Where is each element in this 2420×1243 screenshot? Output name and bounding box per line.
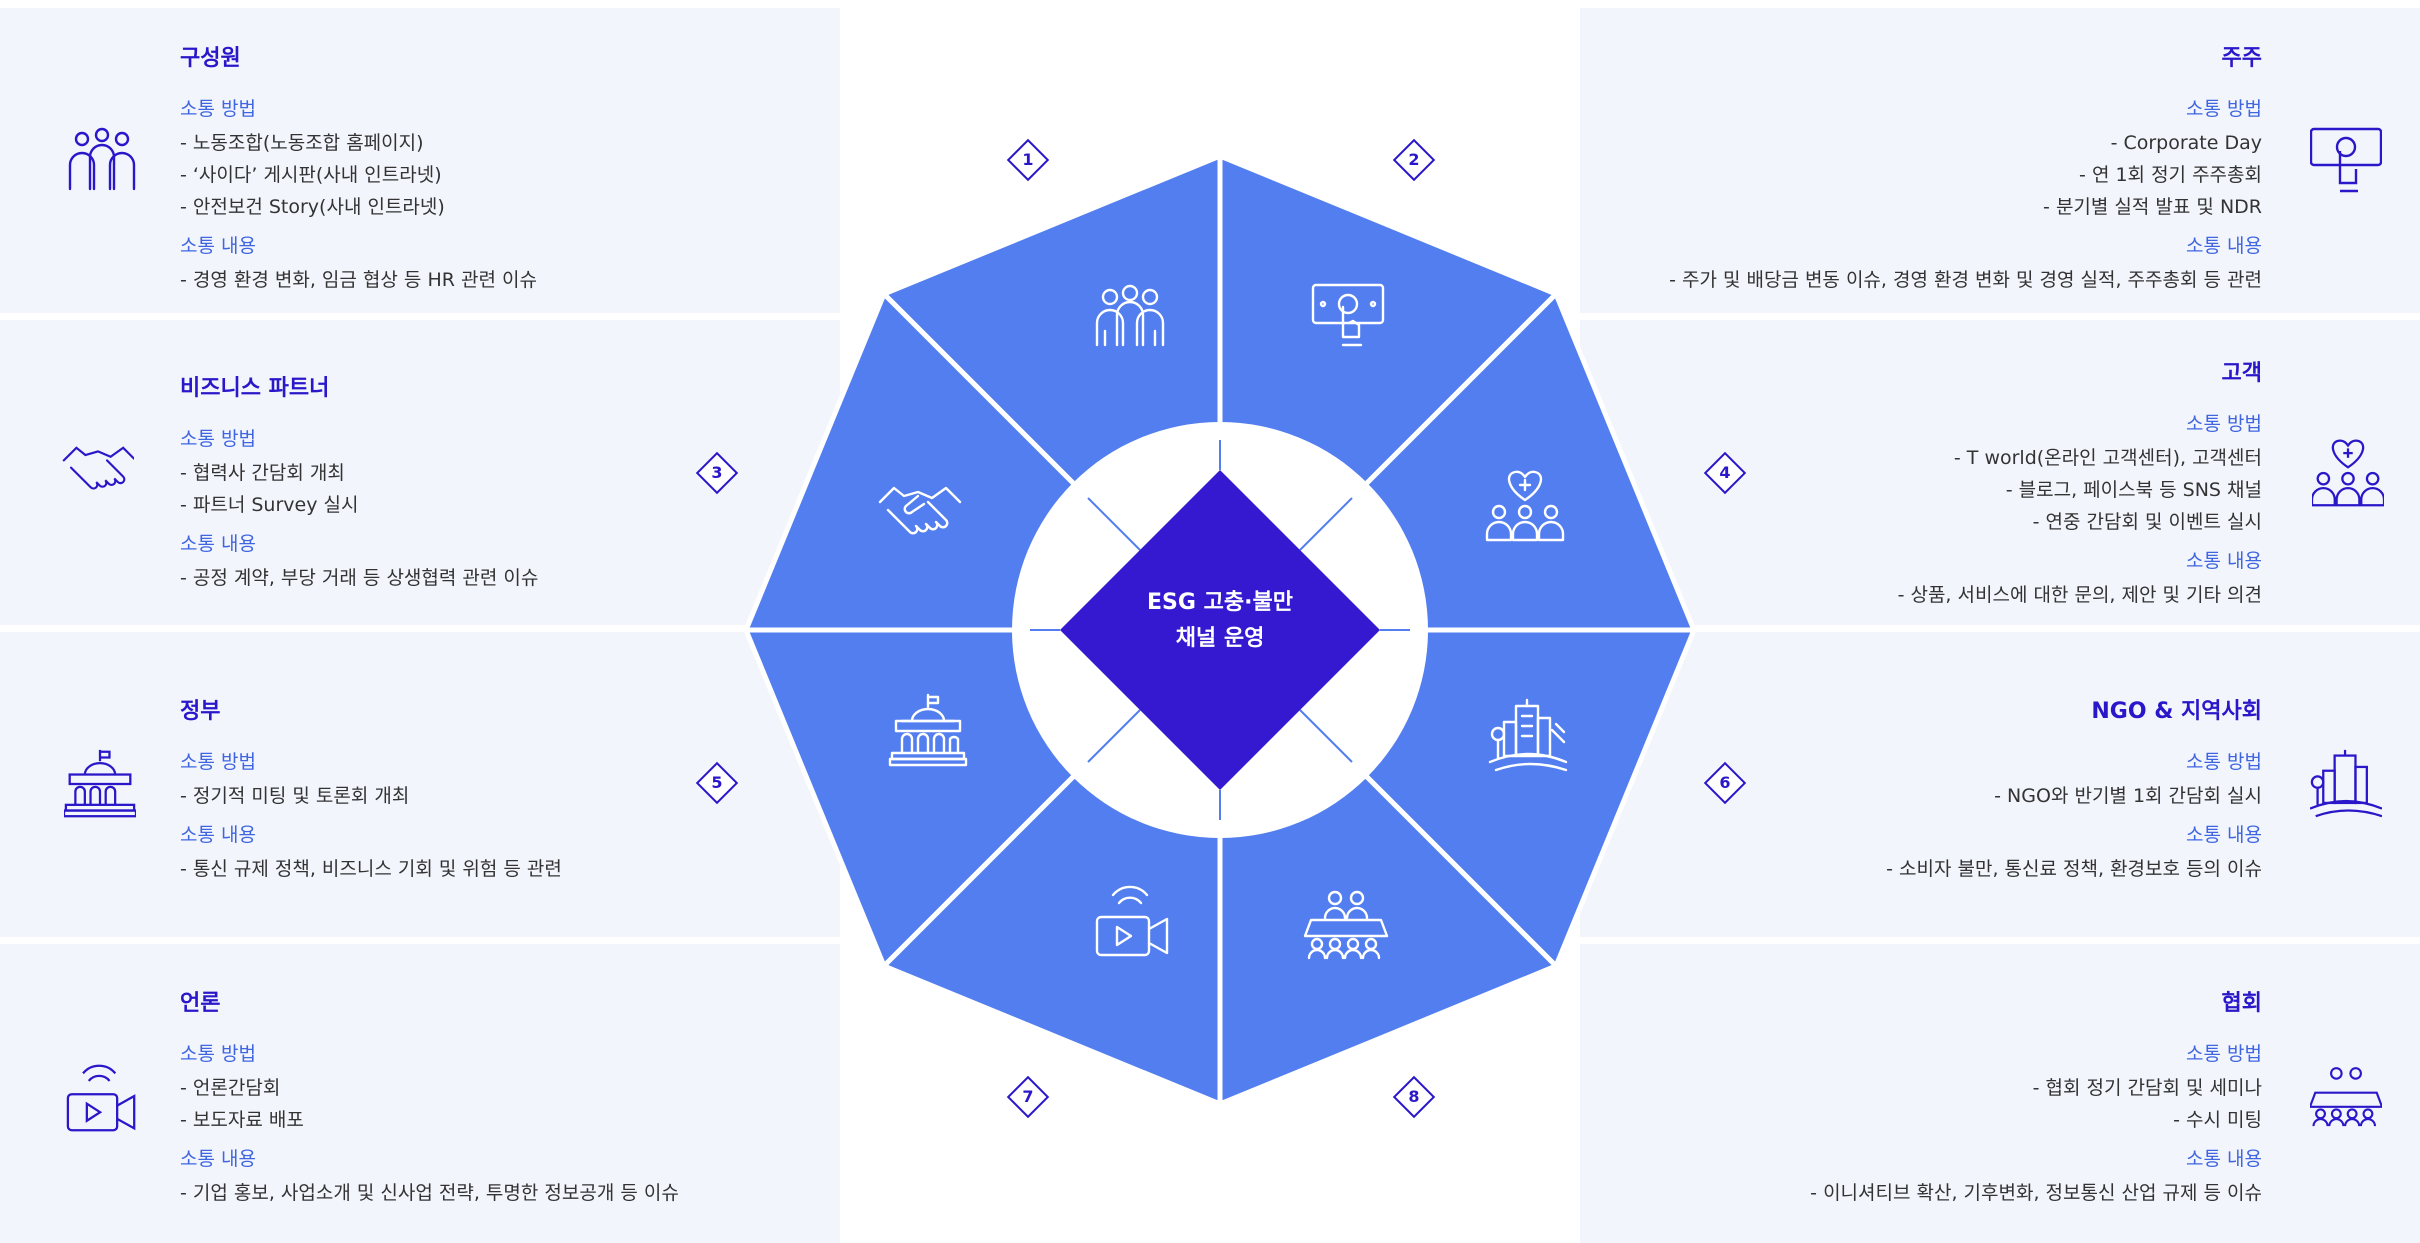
panel-employees (0, 8, 840, 313)
card-title: 고객 (2221, 361, 2262, 386)
government-icon (62, 748, 138, 820)
center-label: ESG 고충·불만 채널 운영 (1110, 585, 1330, 657)
partners-icon (62, 437, 136, 509)
association-icon (2308, 1062, 2384, 1134)
content-item: - 기업 홍보, 사업소개 및 신사업 전략, 투명한 정보공개 등 이슈 (180, 1182, 679, 1204)
customers-icon (2310, 437, 2386, 509)
employees-icon (66, 127, 138, 199)
city-icon (1488, 698, 1568, 772)
content-label: 소통 내용 (180, 824, 256, 846)
badge-8: 8 (1392, 1075, 1436, 1119)
panel-shareholders (1580, 8, 2420, 313)
method-label: 소통 방법 (2186, 98, 2262, 120)
card-title: 협회 (2221, 991, 2262, 1016)
method-item: - 블로그, 페이스북 등 SNS 채널 (2005, 479, 2262, 501)
content-label: 소통 내용 (180, 1148, 256, 1170)
method-label: 소통 방법 (180, 428, 256, 450)
method-item: - 협력사 간담회 개최 (180, 462, 345, 484)
card-title: NGO & 지역사회 (2091, 699, 2262, 724)
method-label: 소통 방법 (2186, 751, 2262, 773)
card-title: 구성원 (180, 46, 241, 71)
badge-5: 5 (695, 761, 739, 805)
method-item: - 보도자료 배포 (180, 1109, 304, 1131)
handshake-icon (878, 486, 962, 535)
badge-1: 1 (1006, 138, 1050, 182)
content-item: - 상품, 서비스에 대한 문의, 제안 및 기타 의견 (1897, 584, 2262, 606)
method-item: - 연중 간담회 및 이벤트 실시 (2032, 511, 2262, 533)
badge-6: 6 (1703, 761, 1747, 805)
content-item: - 공정 계약, 부당 거래 등 상생협력 관련 이슈 (180, 567, 539, 589)
card-title: 언론 (180, 991, 221, 1016)
content-item: - 소비자 불만, 통신료 정책, 환경보호 등의 이슈 (1886, 858, 2262, 880)
badge-7: 7 (1006, 1075, 1050, 1119)
card-customers: 고객 소통 방법 - T world(온라인 고객센터), 고객센터 - 블로그… (1362, 355, 2262, 611)
badge-3: 3 (695, 451, 739, 495)
card-media: 언론 소통 방법 - 언론간담회 - 보도자료 배포 소통 내용 - 기업 홍보… (180, 985, 740, 1209)
method-item: - T world(온라인 고객센터), 고객센터 (1953, 447, 2262, 469)
content-label: 소통 내용 (2186, 1148, 2262, 1170)
method-item: - 수시 미팅 (2173, 1109, 2262, 1131)
card-title: 비즈니스 파트너 (180, 376, 330, 401)
card-government: 정부 소통 방법 - 정기적 미팅 및 토론회 개최 소통 내용 - 통신 규제… (180, 693, 740, 885)
video-camera-icon (1095, 885, 1169, 957)
content-label: 소통 내용 (180, 235, 256, 257)
panel-media (0, 944, 840, 1243)
method-item: - Corporate Day (2110, 132, 2262, 154)
method-item: - 연 1회 정기 주주총회 (2079, 164, 2262, 186)
content-label: 소통 내용 (2186, 824, 2262, 846)
government-building-icon (888, 693, 968, 767)
content-item: - 주가 및 배당금 변동 이슈, 경영 환경 변화 및 경영 실적, 주주총회… (1669, 269, 2262, 291)
method-item: - 안전보건 Story(사내 인트라넷) (180, 196, 445, 218)
shareholders-icon (2309, 127, 2383, 199)
center-label-line1: ESG 고충·불만 (1147, 590, 1293, 615)
method-item: - 분기별 실적 발표 및 NDR (2043, 196, 2262, 218)
people-group-icon (1095, 284, 1165, 347)
method-label: 소통 방법 (2186, 413, 2262, 435)
method-label: 소통 방법 (180, 751, 256, 773)
content-label: 소통 내용 (180, 533, 256, 555)
method-label: 소통 방법 (180, 98, 256, 120)
method-item: - 노동조합(노동조합 홈페이지) (180, 132, 424, 154)
card-ngo: NGO & 지역사회 소통 방법 - NGO와 반기별 1회 간담회 실시 소통… (1362, 693, 2262, 885)
heart-people-icon (1485, 470, 1565, 542)
meeting-table-icon (1303, 890, 1389, 960)
card-partners: 비즈니스 파트너 소통 방법 - 협력사 간담회 개최 - 파트너 Survey… (180, 370, 740, 594)
content-label: 소통 내용 (2186, 235, 2262, 257)
money-hand-icon (1311, 283, 1385, 347)
method-item: - NGO와 반기별 1회 간담회 실시 (1994, 785, 2262, 807)
content-item: - 이니셔티브 확산, 기후변화, 정보통신 산업 규제 등 이슈 (1810, 1182, 2262, 1204)
ngo-icon (2309, 748, 2383, 820)
panel-association (1580, 944, 2420, 1243)
method-label: 소통 방법 (180, 1043, 256, 1065)
content-item: - 경영 환경 변화, 임금 협상 등 HR 관련 이슈 (180, 269, 537, 291)
badge-2: 2 (1392, 138, 1436, 182)
center-diamond (1060, 470, 1380, 790)
card-title: 주주 (2221, 46, 2262, 71)
method-item: - 언론간담회 (180, 1077, 281, 1099)
method-item: - 정기적 미팅 및 토론회 개최 (180, 785, 410, 807)
card-employees: 구성원 소통 방법 - 노동조합(노동조합 홈페이지) - ‘사이다’ 게시판(… (180, 40, 740, 296)
method-item: - 파트너 Survey 실시 (180, 494, 359, 516)
card-shareholders: 주주 소통 방법 - Corporate Day - 연 1회 정기 주주총회 … (1362, 40, 2262, 296)
media-icon (66, 1062, 138, 1134)
method-label: 소통 방법 (2186, 1043, 2262, 1065)
method-item: - 협회 정기 간담회 및 세미나 (2032, 1077, 2262, 1099)
content-item: - 통신 규제 정책, 비즈니스 기회 및 위험 등 관련 (180, 858, 562, 880)
card-association: 협회 소통 방법 - 협회 정기 간담회 및 세미나 - 수시 미팅 소통 내용… (1362, 985, 2262, 1209)
card-title: 정부 (180, 699, 221, 724)
content-label: 소통 내용 (2186, 550, 2262, 572)
center-label-line2: 채널 운영 (1175, 626, 1265, 651)
method-item: - ‘사이다’ 게시판(사내 인트라넷) (180, 164, 442, 186)
octagon-diagram (742, 152, 1698, 1108)
badge-4: 4 (1703, 451, 1747, 495)
